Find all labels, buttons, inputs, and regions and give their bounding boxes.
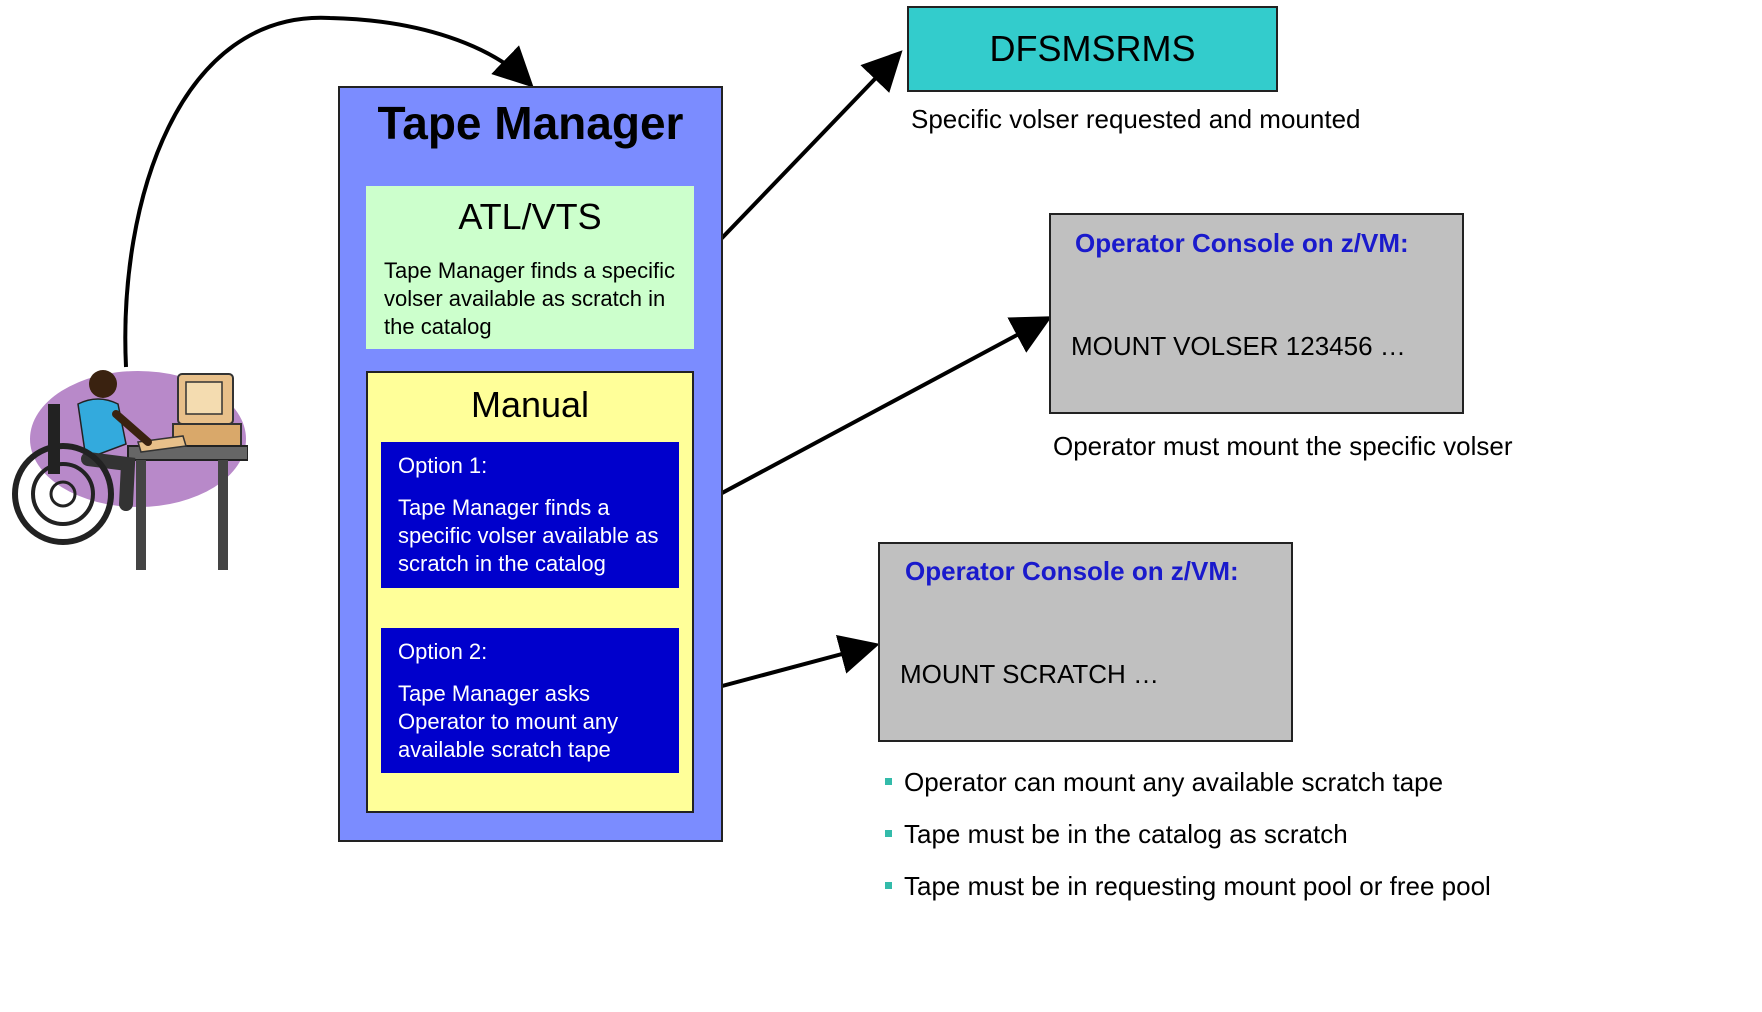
- arrow-option1-to-console: [680, 316, 1053, 517]
- console-specific-caption: Operator must mount the specific volser: [1053, 431, 1513, 461]
- atl-vts-description: Tape Manager finds a specific volser ava…: [384, 258, 676, 339]
- console-scratch-title: Operator Console on z/VM:: [905, 556, 1239, 586]
- dfsmsrms-caption: Specific volser requested and mounted: [911, 104, 1361, 134]
- dfsmsrms-title: DFSMSRMS: [989, 28, 1196, 69]
- dfsmsrms-box: DFSMSRMS: [907, 6, 1278, 92]
- bullet-icon: [885, 881, 892, 889]
- manual-option-1: Option 1: Tape Manager finds a specific …: [381, 442, 679, 588]
- note-text: Operator can mount any available scratch…: [904, 767, 1444, 797]
- note-item: Tape must be in requesting mount pool or…: [885, 871, 1491, 902]
- atl-vts-title: ATL/VTS: [458, 196, 602, 237]
- option-1-label: Option 1:: [398, 453, 488, 478]
- arrow-user-to-tape-manager: [123, 15, 534, 368]
- atl-vts-panel: [366, 186, 694, 349]
- console-scratch-command: MOUNT SCRATCH …: [900, 659, 1160, 689]
- option-1-text: Tape Manager finds a specific volser ava…: [398, 495, 659, 576]
- note-item: Tape must be in the catalog as scratch: [885, 819, 1348, 850]
- bullet-icon: [885, 829, 892, 837]
- console-specific-command: MOUNT VOLSER 123456 …: [1071, 331, 1406, 361]
- manual-title: Manual: [470, 384, 590, 425]
- bullet-icon: [885, 777, 892, 785]
- note-item: Operator can mount any available scratch…: [885, 767, 1443, 798]
- operator-console-specific: [1049, 213, 1464, 414]
- note-text: Tape must be in requesting mount pool or…: [904, 871, 1491, 901]
- option-2-text: Tape Manager asks Operator to mount any …: [398, 681, 619, 762]
- manual-option-2: Option 2: Tape Manager asks Operator to …: [381, 628, 679, 773]
- console-specific-title: Operator Console on z/VM:: [1075, 228, 1409, 258]
- tape-manager-title: Tape Manager: [377, 97, 684, 149]
- person-at-computer-wheelchair-icon: [12, 370, 248, 570]
- arrow-atl-to-dfsmsrms: [694, 50, 903, 267]
- operator-console-scratch: [878, 542, 1293, 742]
- option-2-label: Option 2:: [398, 639, 488, 664]
- note-text: Tape must be in the catalog as scratch: [904, 819, 1348, 849]
